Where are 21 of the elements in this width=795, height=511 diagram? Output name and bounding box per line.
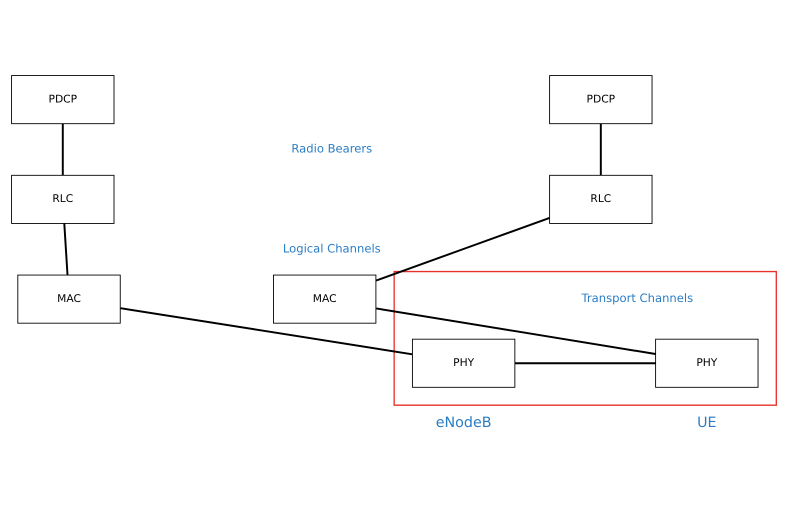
label: eNodeB xyxy=(436,415,492,432)
node-box: PDCP xyxy=(549,75,652,124)
label: Logical Channels xyxy=(282,241,381,256)
connector xyxy=(120,307,412,356)
connector xyxy=(376,216,550,282)
node-box: RLC xyxy=(11,174,114,224)
node-box: MAC xyxy=(17,274,121,324)
label: UE xyxy=(697,415,717,432)
node-box: MAC xyxy=(273,274,376,324)
node-box: PHY xyxy=(412,338,516,388)
connector xyxy=(62,124,64,176)
connector xyxy=(514,362,656,364)
label: Radio Bearers xyxy=(291,142,372,156)
node-box: PDCP xyxy=(11,75,114,124)
label: Transport Channels xyxy=(582,291,694,306)
node-box: PHY xyxy=(655,338,758,388)
connector xyxy=(600,124,602,176)
node-box: RLC xyxy=(549,174,652,224)
connector xyxy=(376,307,656,355)
connector xyxy=(63,223,68,275)
cluster xyxy=(394,270,777,406)
